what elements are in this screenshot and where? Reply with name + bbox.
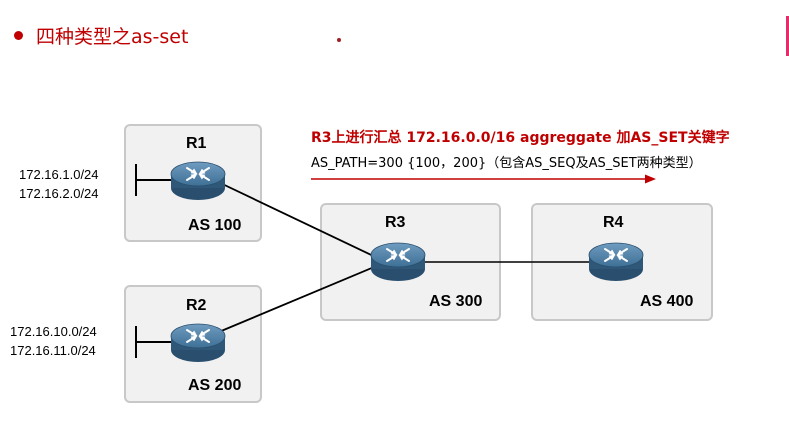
router-icon: [370, 242, 426, 282]
as-label-r1: AS 100: [188, 217, 242, 234]
slide-header: 四种类型之as-set: [14, 22, 188, 49]
cursor-dot: [337, 38, 341, 42]
prefix-item: 172.16.1.0/24: [19, 167, 99, 182]
prefix-item: 172.16.2.0/24: [19, 186, 99, 201]
prefix-list-r1: 172.16.1.0/24 172.16.2.0/24: [19, 165, 99, 203]
link-r1-r3: [213, 179, 387, 263]
annotation-title: R3上进行汇总 172.16.0.0/16 aggreggate 加AS_SET…: [311, 130, 730, 146]
as-label-r3: AS 300: [429, 293, 483, 310]
page-title: 四种类型之as-set: [36, 26, 189, 48]
router-label-r2: R2: [186, 297, 207, 314]
edge-accent-bar: [786, 16, 789, 56]
as-label-r2: AS 200: [188, 377, 242, 394]
router-icon: [588, 242, 644, 282]
annotation-as-path: AS_PATH=300 {100，200}（包含AS_SEQ及AS_SET两种类…: [311, 156, 702, 171]
prefix-list-r2: 172.16.10.0/24 172.16.11.0/24: [10, 322, 97, 360]
router-label-r4: R4: [603, 214, 624, 231]
as-label-r4: AS 400: [640, 293, 694, 310]
router-icon: [170, 323, 226, 363]
link-r2-r3: [213, 261, 387, 335]
router-label-r1: R1: [186, 135, 207, 152]
prefix-item: 172.16.10.0/24: [10, 324, 97, 339]
annotation-arrow-head: [645, 174, 656, 184]
bullet-icon: [14, 31, 23, 40]
prefix-item: 172.16.11.0/24: [10, 343, 96, 358]
router-label-r3: R3: [385, 214, 406, 231]
router-icon: [170, 161, 226, 201]
